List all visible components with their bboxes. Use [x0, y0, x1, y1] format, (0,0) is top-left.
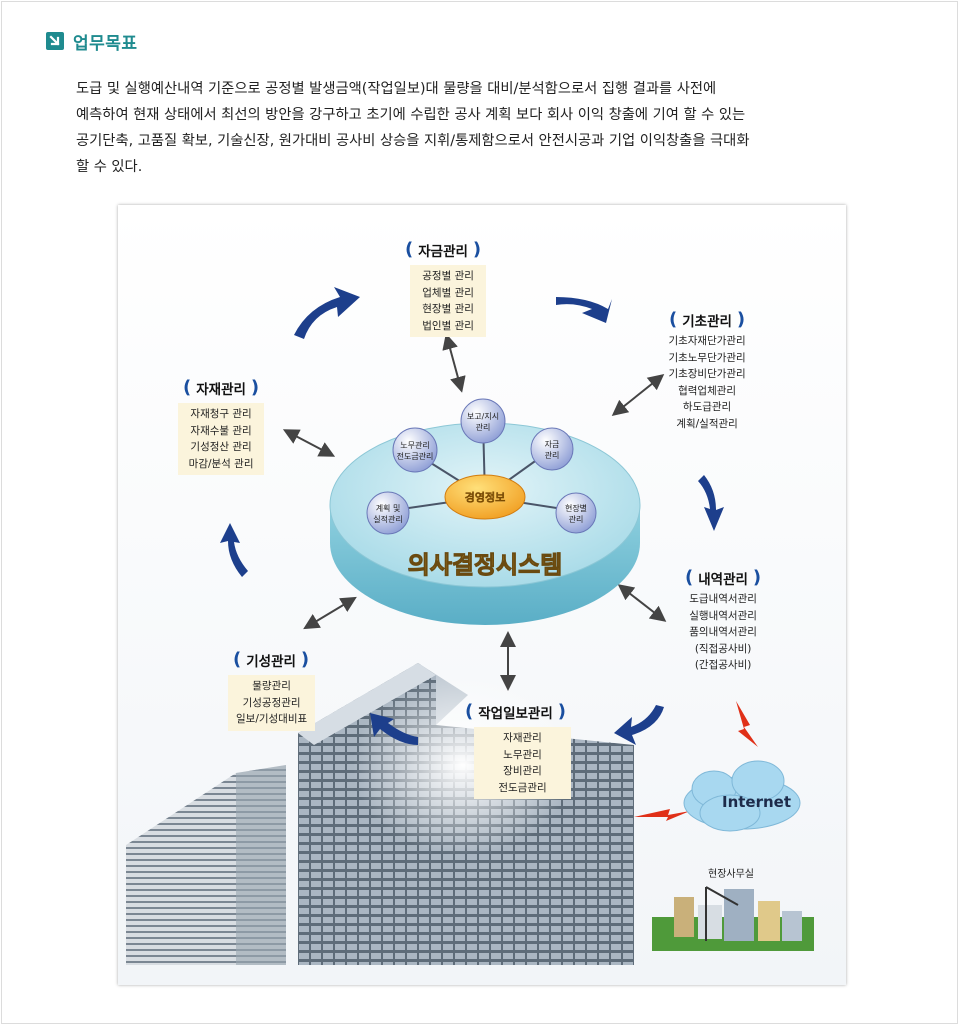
- module-item: 기성정산 관리: [190, 441, 252, 453]
- node-circle: [392, 427, 438, 473]
- module-title: 기성관리: [246, 653, 296, 670]
- module-item: 기초노무단가관리: [668, 351, 746, 364]
- section-heading: 업무목표: [46, 30, 138, 54]
- module-title: 내역관리: [698, 571, 748, 588]
- module-fund: (자금관리) 공정별 관리 업체별 관리 현장별 관리 법인별 관리: [400, 239, 487, 337]
- internet-cloud-icon: [683, 760, 801, 832]
- description-line: 할 수 있다.: [76, 159, 143, 175]
- module-title: 기초관리: [682, 313, 732, 330]
- cycle-arrow: [556, 297, 612, 323]
- description: 도급 및 실행예산내역 기준으로 공정별 발생금액(작업일보)대 물량을 대비/…: [76, 76, 896, 180]
- spoke-label: 보고/지시: [467, 412, 499, 421]
- module-progress: (기성관리) 물량관리 기성공정관리 일보/기성대비표: [228, 649, 316, 731]
- module-item: 일보/기성대비표: [236, 713, 308, 725]
- node-circle: [555, 492, 597, 534]
- module-item: 물량관리: [252, 680, 291, 692]
- module-item: 노무관리: [503, 748, 542, 761]
- node-circle: [460, 398, 506, 444]
- module-item: 기초장비단가관리: [668, 368, 746, 380]
- module-item: 자재청구 관리: [190, 408, 252, 420]
- module-title: 자금관리: [418, 243, 468, 260]
- description-line: 도급 및 실행예산내역 기준으로 공정별 발생금액(작업일보)대 물량을 대비/…: [76, 81, 717, 97]
- arrow-down-right-icon: [46, 32, 64, 50]
- link-arrow: [617, 584, 667, 622]
- site-office-icon: [652, 886, 814, 951]
- spoke-label: 실적관리: [373, 514, 402, 524]
- description-line: 공기단축, 고품질 확보, 기술신장, 원가대비 공사비 상승을 지휘/통제함으…: [76, 133, 750, 149]
- spoke-label: 관리: [545, 450, 560, 460]
- light-glare: [353, 675, 573, 855]
- cycle-arrow: [614, 705, 664, 745]
- module-item: 법인별 관리: [422, 319, 474, 332]
- module-basic: (기초관리) 기초자재단가관리 기초노무단가관리 기초장비단가관리 협력업체관리…: [664, 309, 750, 432]
- spoke-label: 자금: [545, 440, 560, 449]
- cycle-arrow: [370, 713, 418, 745]
- module-item: (간접공사비): [694, 659, 752, 671]
- node-circle: [530, 427, 574, 471]
- spoke-label: 관리: [476, 422, 491, 432]
- link-arrow: [611, 374, 665, 416]
- module-item: 도급내역서관리: [689, 593, 757, 605]
- node-circle: [366, 491, 410, 535]
- section-title: 업무목표: [73, 33, 138, 54]
- module-item: 자재수불 관리: [190, 424, 252, 437]
- link-arrows: [282, 333, 667, 691]
- link-arrow: [282, 429, 336, 457]
- module-item: 계획/실적관리: [676, 417, 738, 430]
- module-item: 업체별 관리: [422, 286, 474, 299]
- module-item: 실행내역서관리: [689, 609, 757, 622]
- module-statement: (내역관리) 도급내역서관리 실행내역서관리 품의내역서관리 (직접공사비) (…: [680, 567, 766, 674]
- module-item: 장비관리: [503, 765, 542, 777]
- spoke-label: 노무관리: [400, 440, 429, 450]
- spoke-label: 현장별: [565, 503, 587, 513]
- system-diagram: 보고/지시 관리 자금 관리 현장별 관리 계획 및 실적관리 노무관리 전도금…: [118, 205, 846, 985]
- cycle-arrow: [698, 475, 724, 531]
- link-arrow: [442, 333, 466, 393]
- hub-ellipse: [444, 474, 526, 520]
- module-item: 공정별 관리: [422, 270, 474, 282]
- module-item: 협력업체관리: [678, 384, 737, 397]
- module-title: 작업일보관리: [478, 705, 553, 722]
- hub-label: 경영정보: [465, 490, 505, 504]
- spoke-label: 관리: [569, 514, 584, 524]
- module-item: (직접공사비): [694, 642, 752, 655]
- module-daily: (작업일보관리) 자재관리 노무관리 장비관리 전도금관리: [460, 701, 571, 799]
- spoke-label: 전도금관리: [397, 451, 434, 461]
- lightning-icon: [736, 701, 758, 747]
- description-line: 예측하여 현재 상태에서 최선의 방안을 강구하고 초기에 수립한 공사 계획 …: [76, 107, 746, 123]
- internet-label: Internet: [722, 793, 792, 811]
- module-item: 품의내역서관리: [689, 626, 757, 638]
- module-item: 전도금관리: [498, 781, 547, 794]
- system-label: 의사결정시스템: [408, 551, 563, 579]
- module-item: 자재관리: [503, 732, 542, 744]
- building-left: [126, 765, 286, 965]
- site-office-label: 현장사무실: [708, 869, 754, 880]
- cycle-arrow: [294, 287, 360, 339]
- module-title: 자재관리: [196, 381, 246, 398]
- cycle-arrows: [220, 287, 724, 745]
- module-item: 하도급관리: [682, 401, 732, 413]
- cycle-arrow: [220, 523, 248, 577]
- lightning-icon: [634, 809, 690, 821]
- module-item: 마감/분석 관리: [188, 457, 254, 470]
- module-item: 현장별 관리: [422, 303, 474, 315]
- link-arrow: [303, 596, 357, 630]
- module-item: 기성공정관리: [242, 696, 301, 709]
- module-material: (자재관리) 자재청구 관리 자재수불 관리 기성정산 관리 마감/분석 관리: [178, 377, 265, 475]
- module-item: 기초자재단가관리: [668, 335, 746, 347]
- spoke-label: 계획 및: [376, 503, 401, 513]
